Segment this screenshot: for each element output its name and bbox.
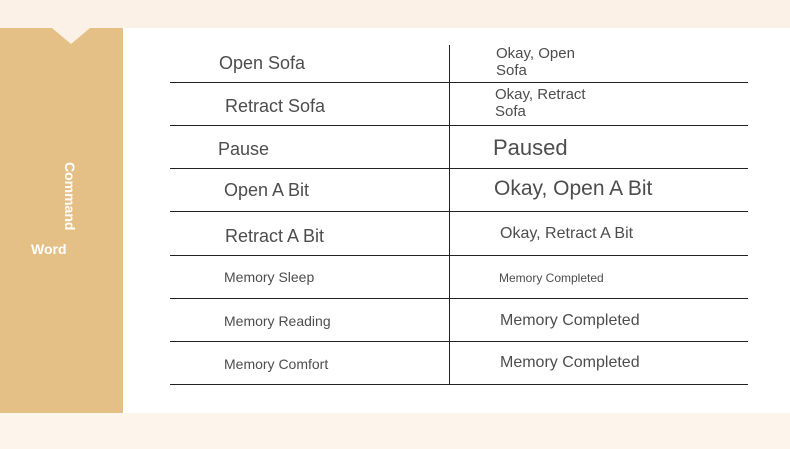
- response-cell: Okay, Retract Sofa: [495, 86, 586, 120]
- response-cell: Okay, Retract A Bit: [500, 225, 634, 242]
- bottom-background-strip: [0, 413, 790, 449]
- table-row: Retract A Bit Okay, Retract A Bit: [170, 212, 748, 256]
- response-cell: Paused: [493, 135, 568, 160]
- command-cell: Memory Sleep: [224, 269, 315, 285]
- command-cell: Retract A Bit: [225, 226, 325, 246]
- command-word-sidebar: [0, 28, 123, 413]
- table-row: Memory Sleep Memory Completed: [170, 256, 748, 299]
- response-cell: Memory Completed: [500, 354, 640, 371]
- command-cell: Open Sofa: [219, 53, 306, 73]
- column-divider: [449, 299, 450, 341]
- response-cell: Okay, Open Sofa: [496, 45, 575, 79]
- column-divider: [449, 212, 450, 255]
- column-divider: [449, 169, 450, 211]
- top-background-strip: [0, 0, 790, 28]
- table-row: Memory Reading Memory Completed: [170, 299, 748, 342]
- command-cell: Memory Reading: [224, 313, 331, 329]
- sidebar-command-label: Command: [62, 162, 78, 231]
- sidebar-word-label: Word: [31, 241, 67, 257]
- table-row: Open A Bit Okay, Open A Bit: [170, 169, 748, 212]
- table-row: Pause Paused: [170, 126, 748, 169]
- command-cell: Memory Comfort: [224, 356, 329, 372]
- column-divider: [449, 45, 450, 82]
- column-divider: [449, 126, 450, 168]
- command-cell: Open A Bit: [224, 180, 310, 200]
- table-row: Retract Sofa Okay, Retract Sofa: [170, 83, 748, 126]
- column-divider: [449, 256, 450, 298]
- column-divider: [449, 342, 450, 384]
- table-row: Open Sofa Okay, Open Sofa: [170, 45, 748, 83]
- table-row: Memory Comfort Memory Completed: [170, 342, 748, 385]
- command-cell: Retract Sofa: [225, 96, 326, 116]
- response-cell: Okay, Open A Bit: [494, 177, 653, 200]
- response-cell: Memory Completed: [500, 312, 640, 329]
- column-divider: [449, 83, 450, 125]
- command-cell: Pause: [218, 139, 270, 159]
- command-table: Open Sofa Okay, Open Sofa Retract Sofa O…: [170, 45, 748, 385]
- content-panel: [0, 28, 790, 413]
- response-cell: Memory Completed: [499, 271, 604, 285]
- sidebar-notch: [52, 28, 90, 44]
